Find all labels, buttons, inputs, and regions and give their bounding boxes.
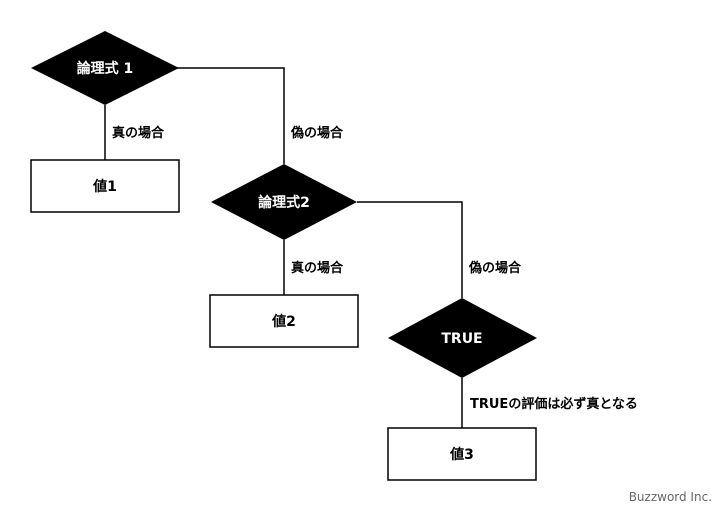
decision-diamond-1-shape: [31, 31, 179, 105]
connector-d1-to-d2: [177, 67, 285, 164]
decision-diamond-3: TRUE: [388, 298, 537, 378]
decision-2-label: 論理式2: [258, 194, 310, 211]
edge-label-d1-false: 偽の場合: [290, 125, 344, 141]
decision-diamond-2-shape: [211, 164, 357, 240]
value-box-2: 値2: [209, 294, 359, 348]
edge-label-d1-true: 真の場合: [112, 125, 165, 141]
value-box-3-shape: [387, 427, 537, 481]
connector-d2-to-d3: [357, 201, 463, 298]
edge-label-d2-false: 偽の場合: [468, 260, 522, 276]
decision-diamond-2: 論理式2: [211, 164, 357, 240]
edge-label-d2-true: 真の場合: [291, 260, 344, 276]
value-box-2-shape: [209, 294, 359, 348]
decision-diamond-3-shape: [388, 298, 537, 378]
edge-label-d3-note: TRUEの評価は必ず真となる: [470, 396, 638, 412]
credit-text: Buzzword Inc.: [629, 490, 712, 504]
value-box-1-shape: [30, 159, 180, 213]
decision-3-label: TRUE: [441, 331, 482, 347]
decision-diamond-1: 論理式 1: [31, 31, 179, 105]
value-3-label: 値3: [449, 446, 474, 463]
value-box-3: 値3: [387, 427, 537, 481]
value-2-label: 値2: [271, 313, 296, 330]
value-box-1: 値1: [30, 159, 180, 213]
value-1-label: 値1: [92, 178, 117, 195]
decision-1-label: 論理式 1: [77, 60, 134, 77]
connector-lines: [104, 67, 463, 428]
